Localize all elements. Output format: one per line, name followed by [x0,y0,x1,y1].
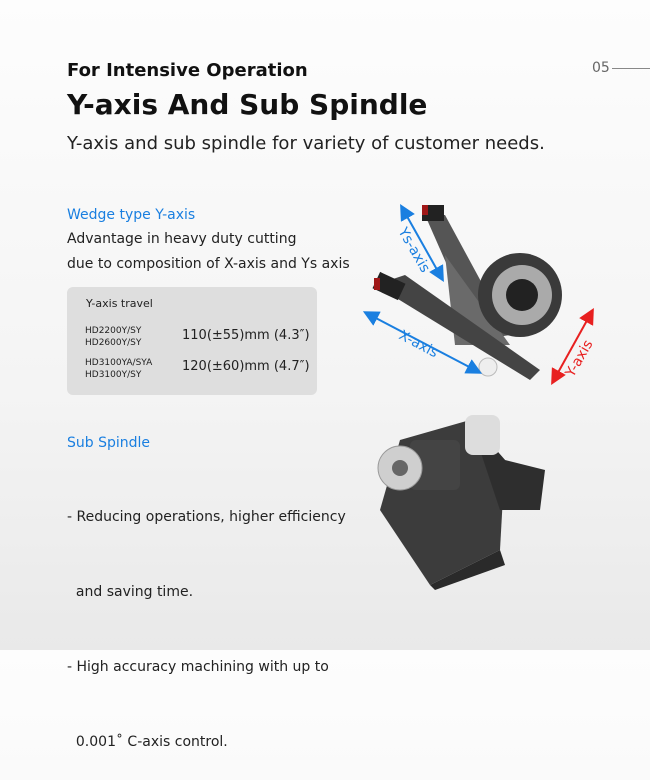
sub-line: 0.001˚ C-axis control. [67,734,228,750]
model: HD2600Y/SY [85,338,142,348]
model: HD2200Y/SY [85,326,142,336]
x-axis-label: X-axis [396,327,441,361]
y-axis-label: Y-axis [562,337,596,381]
y-axis-arrow [551,308,594,385]
wedge-line: due to composition of X-axis and Ys axis [67,256,350,272]
table-row-models: HD3100YA/SYA HD3100Y/SY [85,357,152,381]
x-axis-arrow [362,311,483,374]
wedge-description: Advantage in heavy duty cutting due to c… [67,227,350,277]
wedge-line: Advantage in heavy duty cutting [67,231,297,247]
wedge-y-axis-illustration: Ys-axis X-axis Y-axis [362,204,596,385]
page-subtitle: Y-axis and sub spindle for variety of cu… [67,133,545,154]
sub-line: - High accuracy machining with up to [67,659,329,675]
sub-spindle-heading: Sub Spindle [67,435,151,451]
sub-spindle-illustration [377,415,545,590]
page-number-line [612,68,650,69]
table-row-value: 110(±55)mm (4.3″) [182,328,310,343]
ys-axis-arrow [400,204,444,282]
sub-line: and saving time. [67,584,194,600]
table-row-value: 120(±60)mm (4.7″) [182,359,310,374]
table-row-models: HD2200Y/SY HD2600Y/SY [85,325,141,349]
ys-axis-label: Ys-axis [394,224,433,275]
wedge-heading: Wedge type Y-axis [67,207,196,223]
page-number: 05 [592,60,610,76]
y-axis-travel-table: Y-axis travel HD2200Y/SY HD2600Y/SY 110(… [67,287,317,395]
sub-spindle-description: - Reducing operations, higher efficiency… [67,455,346,780]
model: HD3100YA/SYA [85,358,153,368]
model: HD3100Y/SY [85,370,142,380]
page-title: Y-axis And Sub Spindle [67,88,428,121]
table-title: Y-axis travel [86,297,153,310]
sub-line: - Reducing operations, higher efficiency [67,509,346,525]
kicker: For Intensive Operation [67,60,308,81]
